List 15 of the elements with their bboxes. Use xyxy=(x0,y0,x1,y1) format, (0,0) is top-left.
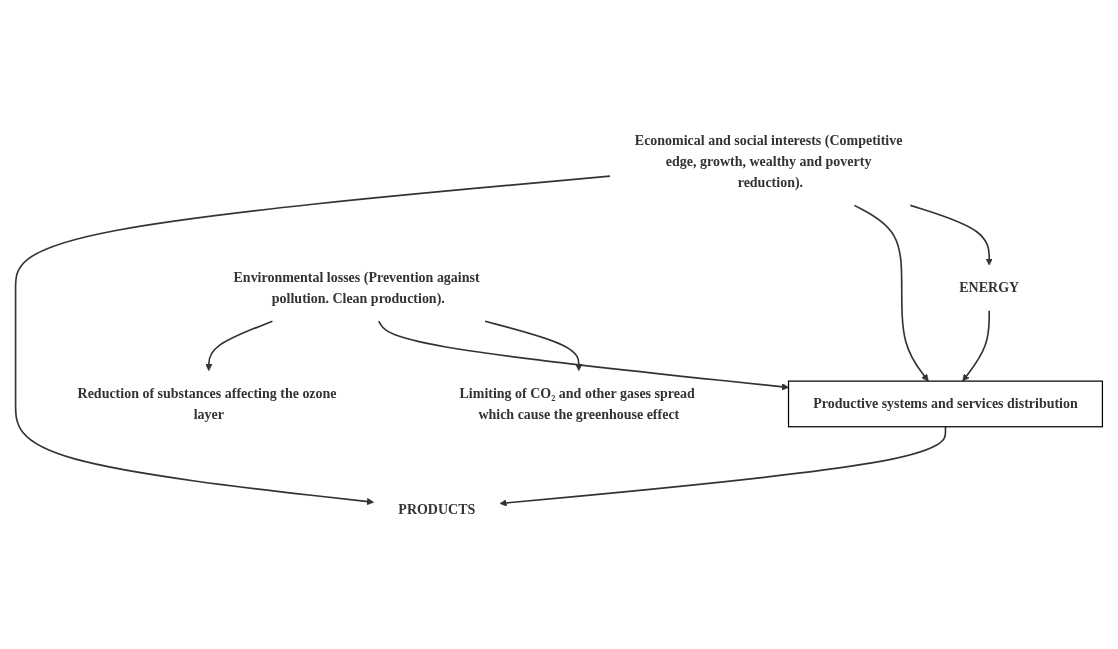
arrow xyxy=(853,204,929,381)
arrow xyxy=(377,320,789,390)
node-text: Reduction of substances affecting the ozone layer xyxy=(77,384,337,422)
arrow xyxy=(499,425,947,506)
arrow xyxy=(14,174,611,505)
arrow xyxy=(484,320,583,371)
arrow xyxy=(909,204,993,265)
node-text: Economical and social interests (Competitive edge, growth, wealthy and poverty reduction). xyxy=(634,132,903,190)
node-text: ENERGY xyxy=(959,279,1020,296)
node-text: Environmental losses (Prevention against pollution. Clean production). xyxy=(233,269,480,306)
arrow xyxy=(962,309,991,381)
node-text: PRODUCTS xyxy=(398,500,476,517)
node-text: Limiting of CO₂ and other gases spread which cause the greenhouse effect xyxy=(459,384,695,422)
node-box: Productive systems and services distribution xyxy=(787,380,1104,427)
arrow xyxy=(205,320,274,371)
